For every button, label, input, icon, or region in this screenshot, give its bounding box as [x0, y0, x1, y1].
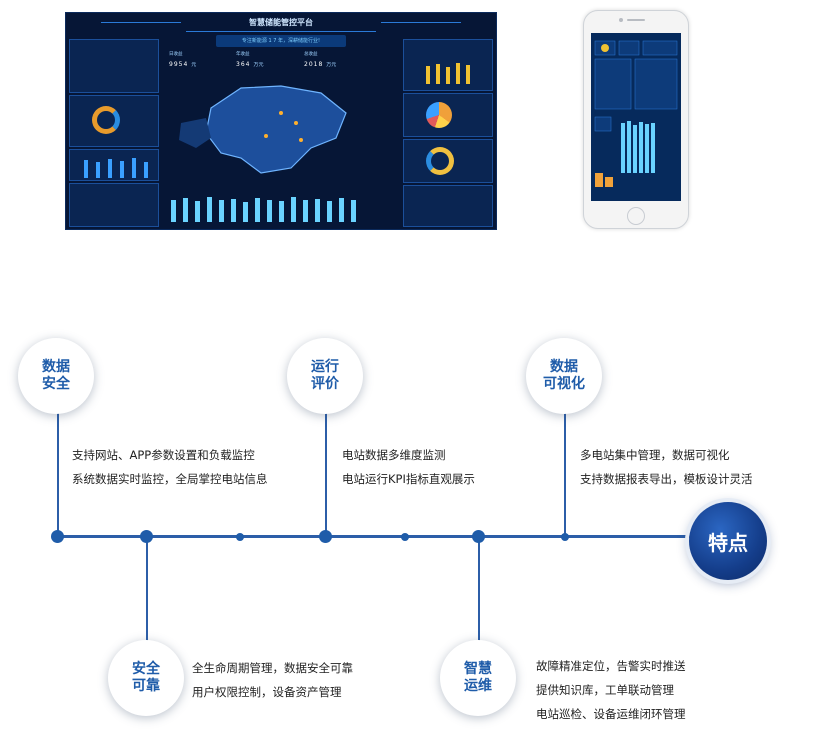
home-button[interactable]: [627, 207, 645, 225]
topic-operation-evaluation: 运行评价: [287, 338, 363, 414]
dashboard-panel-right-1: [403, 39, 493, 91]
kpi-value: 364: [236, 61, 251, 68]
dashboard-panel-right-4: [403, 185, 493, 227]
phone-mockup: [583, 10, 689, 229]
kpi-unit: 元: [191, 62, 197, 68]
description-line: 电站运行KPI指标直观展示: [342, 472, 475, 486]
donut-chart-icon: [92, 106, 120, 134]
kpi-label: 总收益: [304, 52, 318, 57]
timeline-node: [140, 530, 153, 543]
dashboard-panel-left-3: [69, 149, 159, 181]
topic-title-line: 智慧: [464, 661, 492, 677]
bar-chart-icon: [84, 158, 148, 178]
kpi-value: 2018: [304, 61, 324, 68]
bottom-bar-chart-icon: [171, 197, 356, 222]
connector-line: [325, 408, 327, 538]
dashboard-title: 智慧储能管控平台: [101, 15, 461, 32]
description-line: 用户权限控制，设备资产管理: [192, 685, 342, 699]
topic-title-line: 可视化: [543, 376, 585, 392]
pie-chart-icon: [426, 102, 452, 128]
kpi-label: 日收益: [169, 52, 183, 57]
dashboard-panel-right-2: [403, 93, 493, 137]
topic-smart-om: 智慧运维: [440, 640, 516, 716]
description-line: 提供知识库，工单联动管理: [536, 683, 674, 697]
dashboard-panel-left-2: [69, 95, 159, 147]
china-map-icon: [179, 85, 347, 174]
description-data-security: 支持网站、APP参数设置和负载监控 系统数据实时监控，全局掌控电站信息: [72, 443, 268, 491]
donut-chart-icon: [426, 147, 454, 175]
bar-chart-icon: [426, 63, 470, 84]
topic-data-visualization: 数据可视化: [526, 338, 602, 414]
kpi-label: 年收益: [236, 52, 250, 57]
topic-title-line: 运维: [464, 678, 492, 694]
connector-line: [478, 536, 480, 646]
description-smart-om: 故障精准定位，告警实时推送 提供知识库，工单联动管理 电站巡检、设备运维闭环管理: [536, 654, 686, 726]
description-line: 全生命周期管理，数据安全可靠: [192, 661, 353, 675]
connector-line: [564, 408, 566, 538]
topic-title-line: 安全: [42, 376, 70, 392]
timeline-node: [236, 533, 244, 541]
timeline-node: [51, 530, 64, 543]
description-line: 支持数据报表导出，模板设计灵活: [580, 472, 753, 486]
description-operation-evaluation: 电站数据多维度监测 电站运行KPI指标直观展示: [342, 443, 475, 491]
description-data-visualization: 多电站集中管理，数据可视化 支持数据报表导出，模板设计灵活: [580, 443, 753, 491]
description-line: 支持网站、APP参数设置和负载监控: [72, 448, 255, 462]
timeline-node: [401, 533, 409, 541]
topic-safe-reliable: 安全可靠: [108, 640, 184, 716]
camera-icon: [619, 18, 623, 22]
description-line: 电站数据多维度监测: [342, 448, 446, 462]
connector-line: [146, 536, 148, 646]
kpi-unit: 万元: [253, 62, 264, 68]
connector-line: [57, 408, 59, 538]
topic-title-line: 评价: [311, 376, 339, 392]
dashboard-panel-left-1: [69, 39, 159, 93]
topic-title-line: 可靠: [132, 678, 160, 694]
speaker-icon: [627, 19, 645, 21]
topic-title-line: 安全: [132, 661, 160, 677]
description-line: 电站巡检、设备运维闭环管理: [536, 707, 686, 721]
kpi-unit: 万元: [326, 62, 337, 68]
phone-screen: [591, 33, 681, 201]
dashboard-panel-right-3: [403, 139, 493, 183]
description-line: 系统数据实时监控，全局掌控电站信息: [72, 472, 268, 486]
description-safe-reliable: 全生命周期管理，数据安全可靠 用户权限控制，设备资产管理: [192, 656, 353, 704]
topic-title-line: 运行: [311, 359, 339, 375]
description-line: 多电站集中管理，数据可视化: [580, 448, 730, 462]
timeline-node: [561, 533, 569, 541]
timeline-node: [319, 530, 332, 543]
description-line: 故障精准定位，告警实时推送: [536, 659, 686, 673]
dashboard-subtitle: 专注新能源 1 7 年，深耕储能行业!: [216, 35, 346, 47]
timeline-axis: [58, 535, 703, 538]
topic-data-security: 数据安全: [18, 338, 94, 414]
features-badge: 特点: [689, 502, 767, 580]
kpi-value: 9954: [169, 61, 189, 68]
mobile-dashboard-icon: [594, 40, 678, 187]
timeline-node: [472, 530, 485, 543]
topic-title-line: 数据: [42, 359, 70, 375]
dashboard-panel-left-4: [69, 183, 159, 227]
topic-title-line: 数据: [550, 359, 578, 375]
